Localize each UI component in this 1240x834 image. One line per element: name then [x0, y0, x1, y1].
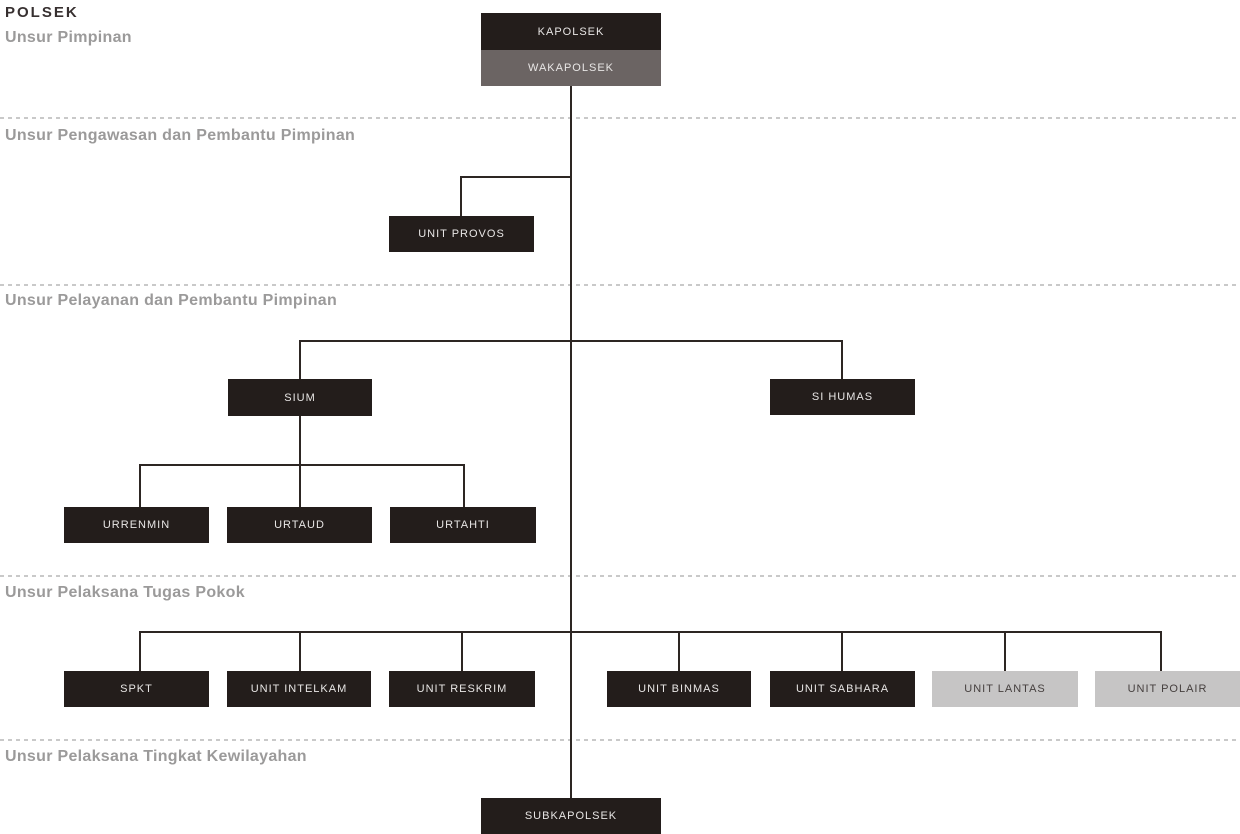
- node-urtaud: URTAUD: [227, 507, 372, 543]
- connector-urtahti-drop: [463, 464, 465, 507]
- node-subkapolsek: SUBKAPOLSEK: [481, 798, 661, 834]
- node-unit-sabhara: UNIT SABHARA: [770, 671, 915, 707]
- connector-pokok-horizontal: [139, 631, 1162, 633]
- node-sium: SIUM: [228, 379, 372, 416]
- connector-polair-drop: [1160, 631, 1162, 671]
- section-label-pengawasan: Unsur Pengawasan dan Pembantu Pimpinan: [5, 127, 356, 144]
- node-unit-reskrim: UNIT RESKRIM: [389, 671, 535, 707]
- connector-urtaud-drop: [299, 464, 301, 507]
- connector-sium-down: [299, 416, 301, 466]
- connector-intelkam-drop: [299, 631, 301, 671]
- connector-pelayanan-horizontal: [299, 340, 843, 342]
- connector-urrenmin-drop: [139, 464, 141, 507]
- section-label-pelayanan: Unsur Pelayanan dan Pembantu Pimpinan: [5, 292, 338, 309]
- connector-sihumas-drop: [841, 340, 843, 379]
- connector-provos-drop: [460, 176, 462, 216]
- section-label-pimpinan: Unsur Pimpinan: [5, 29, 132, 46]
- section-separator-4: [0, 739, 1240, 741]
- node-unit-provos: UNIT PROVOS: [389, 216, 534, 252]
- node-unit-intelkam: UNIT INTELKAM: [227, 671, 371, 707]
- connector-sium-drop: [299, 340, 301, 379]
- node-si-humas: SI HUMAS: [770, 379, 915, 415]
- node-unit-lantas: UNIT LANTAS: [932, 671, 1078, 707]
- section-separator-2: [0, 284, 1240, 286]
- node-urtahti: URTAHTI: [390, 507, 536, 543]
- section-separator-1: [0, 117, 1240, 119]
- section-separator-3: [0, 575, 1240, 577]
- connector-ur-horizontal: [139, 464, 465, 466]
- connector-provos-horizontal: [460, 176, 572, 178]
- section-label-kewilayahan: Unsur Pelaksana Tingkat Kewilayahan: [5, 748, 307, 765]
- page-title: POLSEK: [5, 4, 79, 21]
- node-kapolsek: KAPOLSEK: [481, 13, 661, 50]
- node-spkt: SPKT: [64, 671, 209, 707]
- node-unit-binmas: UNIT BINMAS: [607, 671, 751, 707]
- connector-sabhara-drop: [841, 631, 843, 671]
- node-wakapolsek: WAKAPOLSEK: [481, 50, 661, 86]
- connector-binmas-drop: [678, 631, 680, 671]
- connector-reskrim-drop: [461, 631, 463, 671]
- connector-spkt-drop: [139, 631, 141, 671]
- node-urrenmin: URRENMIN: [64, 507, 209, 543]
- section-label-tugas-pokok: Unsur Pelaksana Tugas Pokok: [5, 584, 245, 601]
- connector-main-vertical: [570, 86, 572, 798]
- node-unit-polair: UNIT POLAIR: [1095, 671, 1240, 707]
- connector-lantas-drop: [1004, 631, 1006, 671]
